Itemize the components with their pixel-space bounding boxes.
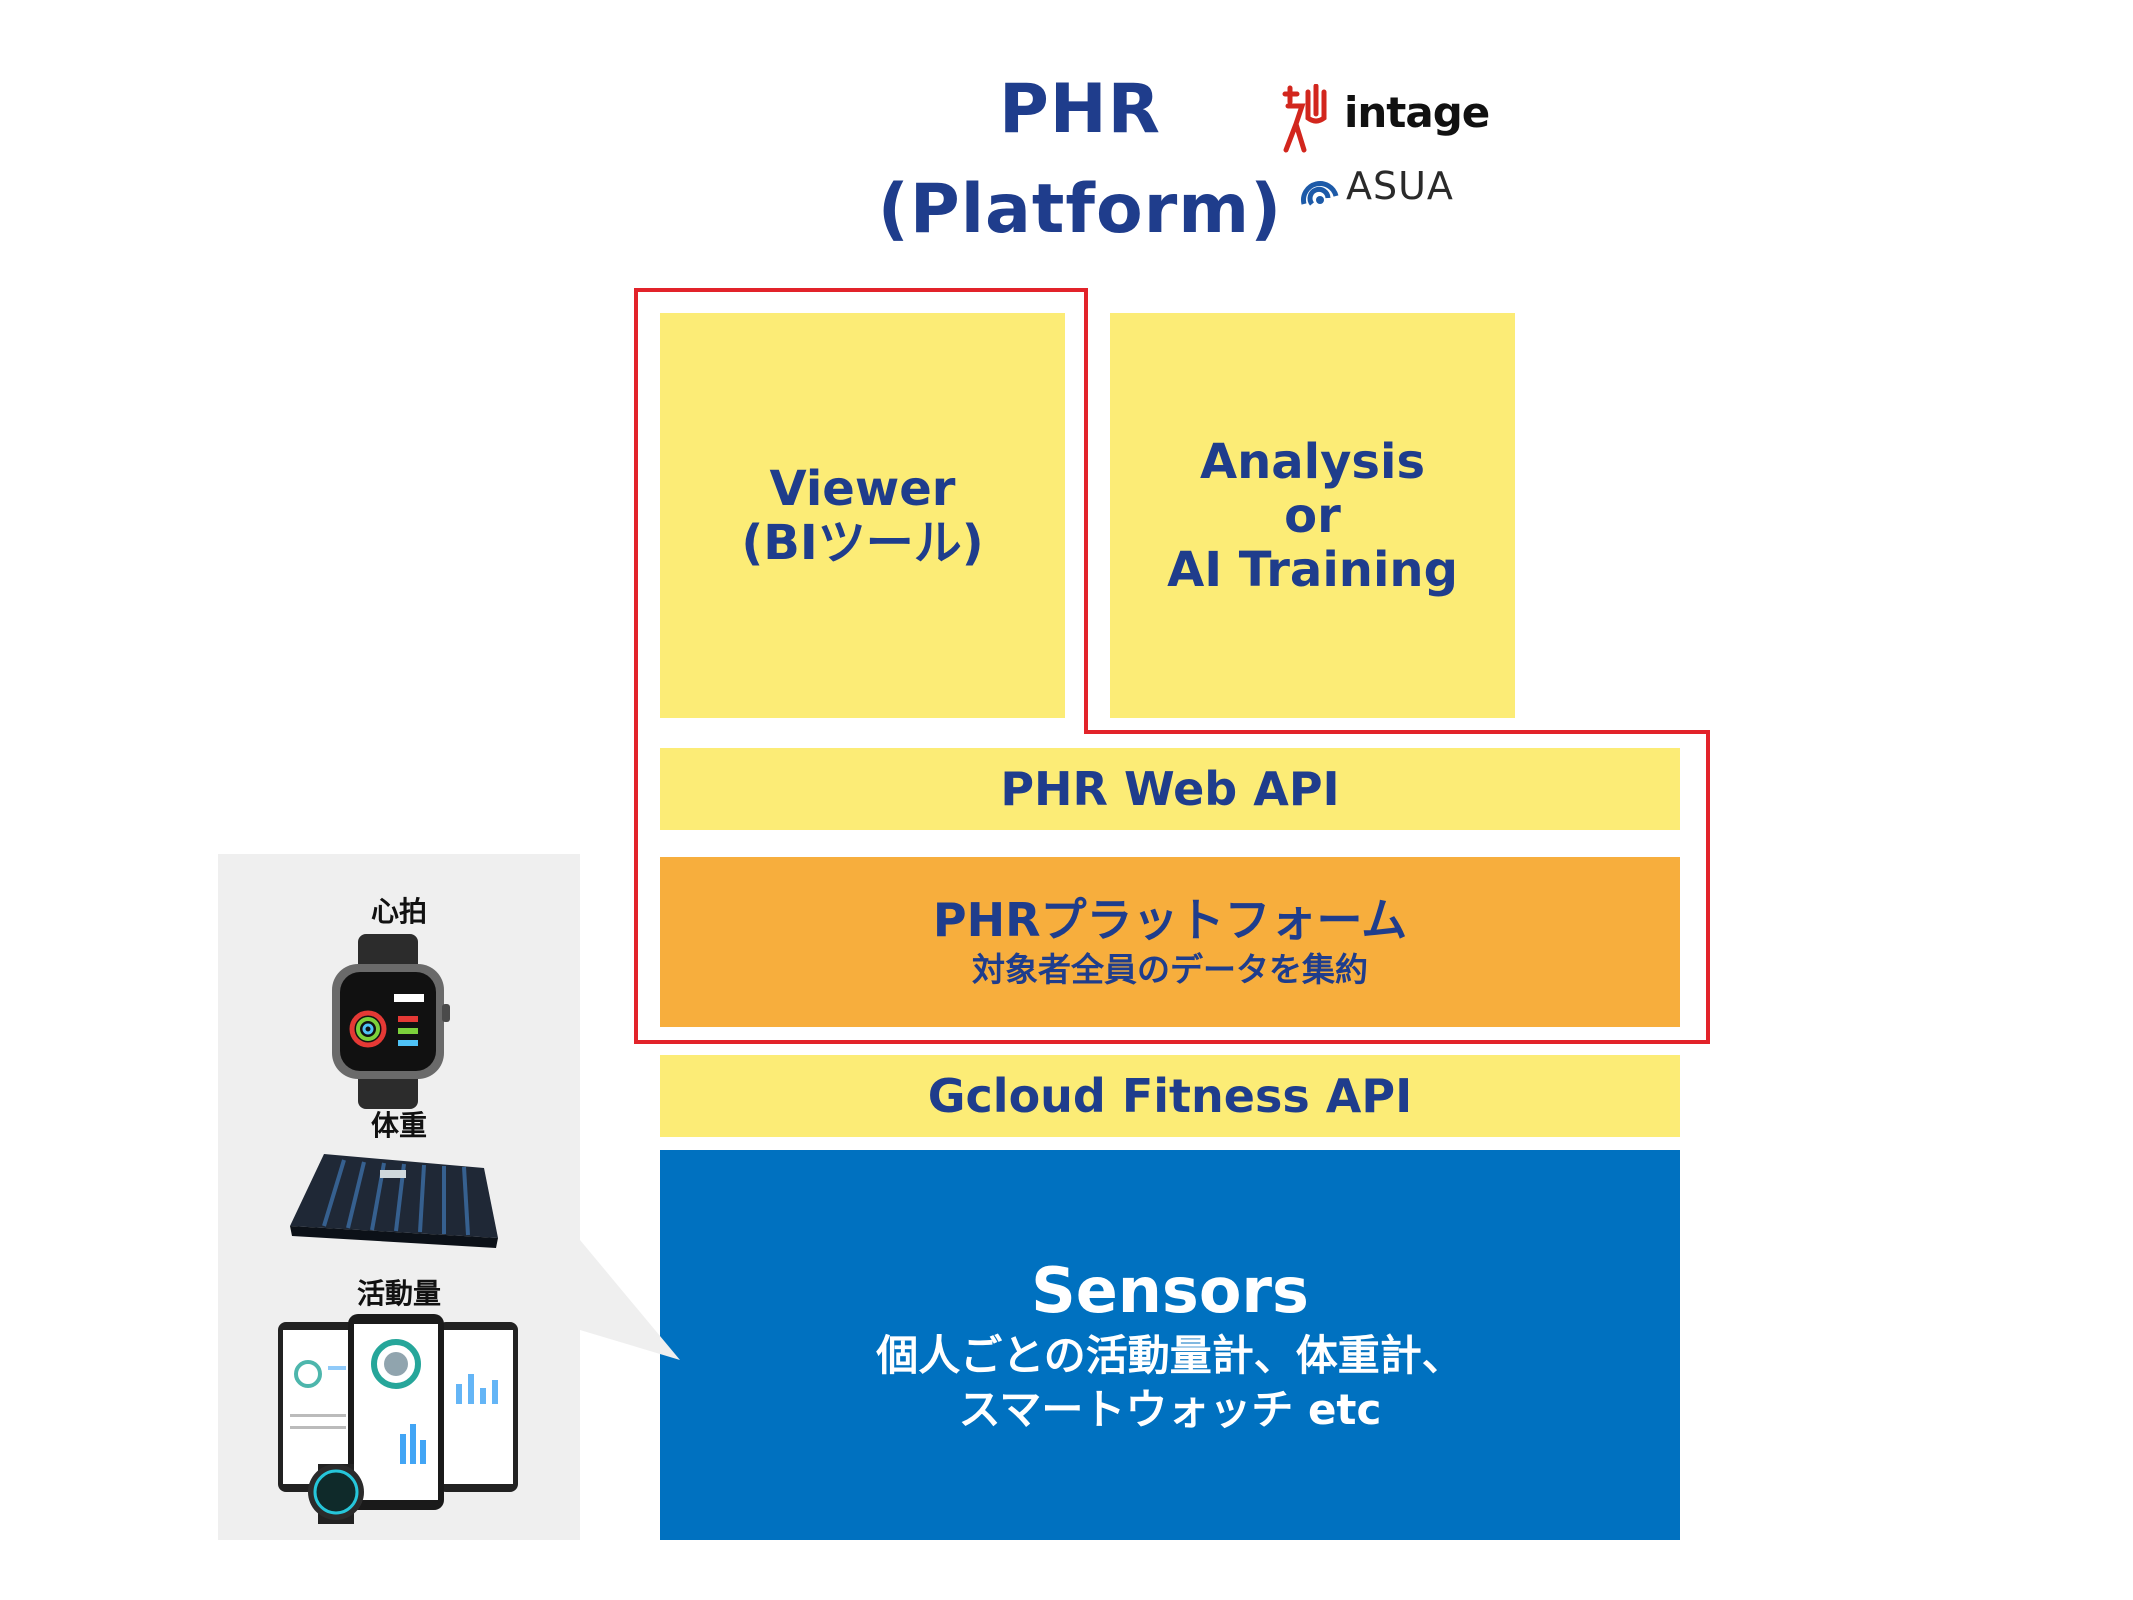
title-line-2: (Platform)	[877, 170, 1283, 249]
asua-wave-icon	[1301, 181, 1339, 206]
sensors-box: Sensors 個人ごとの活動量計、体重計、 スマートウォッチ etc	[660, 1150, 1680, 1540]
title-line-1: PHR	[998, 70, 1162, 149]
phr-platform-box: PHRプラットフォーム 対象者全員のデータを集約	[660, 857, 1680, 1027]
gcloud-fitness-api-box: Gcloud Fitness API	[660, 1055, 1680, 1137]
scale-icon	[290, 1154, 498, 1248]
analysis-label-1: Analysis	[1199, 433, 1426, 490]
device-panel: 心拍 体重 活動量	[218, 854, 580, 1540]
activity-label: 活動量	[356, 1277, 441, 1310]
viewer-label-1: Viewer	[769, 460, 956, 517]
asua-logo-text: ASUA	[1346, 164, 1454, 208]
analysis-box: Analysis or AI Training	[1110, 313, 1515, 718]
sensors-line-3: スマートウォッチ etc	[958, 1385, 1382, 1434]
weight-label: 体重	[370, 1109, 427, 1142]
phr-web-api-label: PHR Web API	[1000, 762, 1340, 816]
sensors-line-2: 個人ごとの活動量計、体重計、	[876, 1331, 1464, 1380]
page-title: PHR (Platform)	[860, 60, 1300, 260]
gcloud-fitness-api-label: Gcloud Fitness API	[927, 1069, 1413, 1123]
intage-logo-text: intage	[1344, 88, 1490, 137]
analysis-label-2: or	[1284, 487, 1341, 544]
phr-platform-label: PHRプラットフォーム	[932, 893, 1408, 947]
viewer-box: Viewer (BIツール)	[660, 313, 1065, 718]
intage-mark-icon	[1282, 84, 1327, 153]
heart-rate-label: 心拍	[370, 895, 427, 928]
viewer-label-2: (BIツール)	[741, 514, 984, 571]
phr-platform-sublabel: 対象者全員のデータを集約	[972, 950, 1368, 989]
sensors-title: Sensors	[1031, 1254, 1309, 1327]
asua-logo: ASUA	[1300, 164, 1480, 220]
analysis-label-3: AI Training	[1167, 541, 1458, 598]
phr-web-api-box: PHR Web API	[660, 748, 1680, 830]
smartwatch-icon	[332, 934, 450, 1109]
phones-icon	[278, 1314, 518, 1524]
intage-logo: intage	[1282, 84, 1502, 154]
